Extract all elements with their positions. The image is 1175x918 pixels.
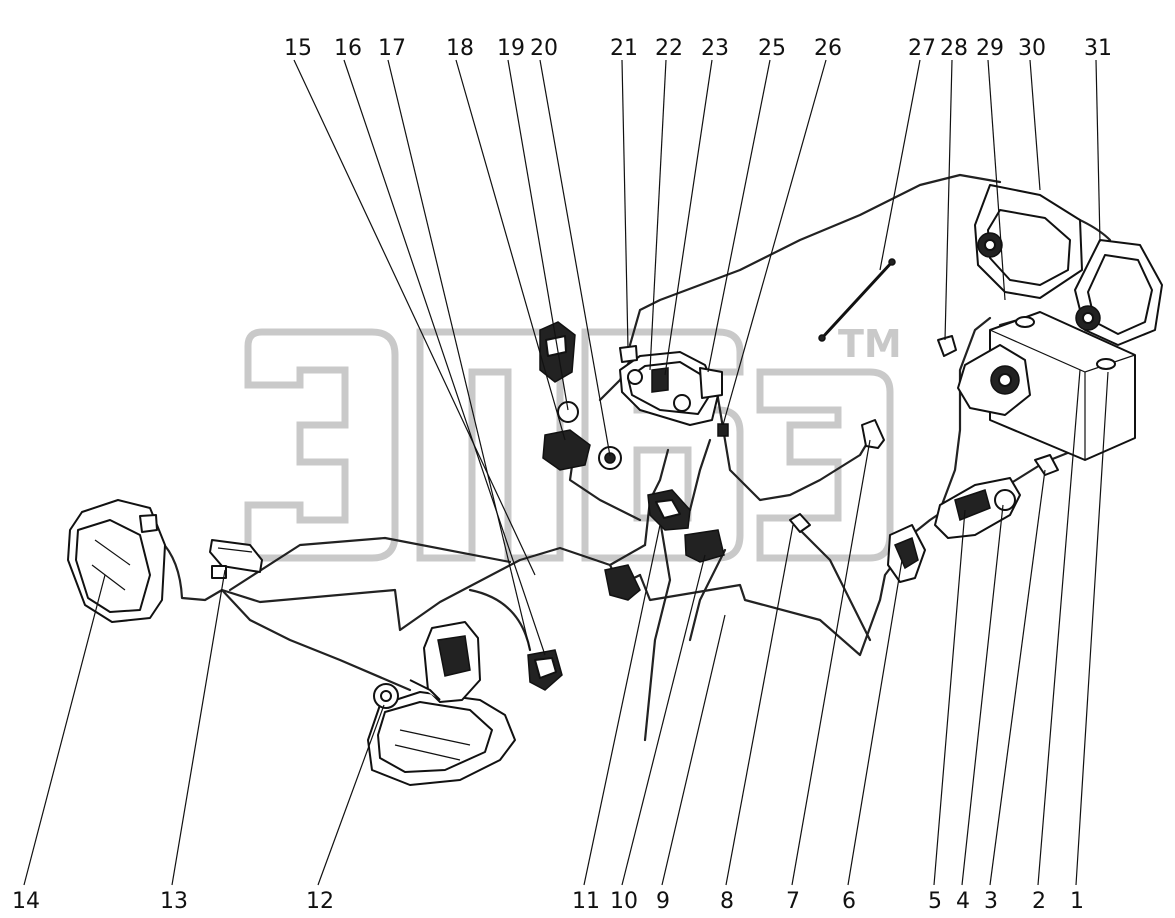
plug xyxy=(789,513,811,533)
label-17: 17 xyxy=(378,36,406,61)
label-2: 2 xyxy=(1032,889,1046,914)
instrument-cluster xyxy=(619,345,723,426)
rear-lamp-left xyxy=(67,499,166,623)
label-27: 27 xyxy=(908,36,936,61)
label-26: 26 xyxy=(814,36,842,61)
temp-sensor xyxy=(937,335,957,357)
ground-cable xyxy=(818,258,896,342)
label-16: 16 xyxy=(334,36,362,61)
label-5: 5 xyxy=(928,889,942,914)
horn xyxy=(887,524,926,583)
front-lamp-cluster xyxy=(367,621,516,786)
generator xyxy=(957,344,1031,416)
label-6: 6 xyxy=(842,889,856,914)
trademark-symbol: TM xyxy=(838,322,902,366)
headlamp-left xyxy=(974,184,1083,299)
headlamp-right xyxy=(1074,239,1163,346)
label-1: 1 xyxy=(1070,889,1084,914)
label-31: 31 xyxy=(1084,36,1112,61)
label-4: 4 xyxy=(956,889,970,914)
callout-numbers: 15 16 17 18 19 20 21 22 23 25 26 27 28 2… xyxy=(12,36,1112,914)
label-20: 20 xyxy=(530,36,558,61)
label-14: 14 xyxy=(12,889,40,914)
label-13: 13 xyxy=(160,889,188,914)
label-22: 22 xyxy=(655,36,683,61)
starter-motor xyxy=(934,454,1059,539)
label-7: 7 xyxy=(786,889,800,914)
label-25: 25 xyxy=(758,36,786,61)
label-9: 9 xyxy=(656,889,670,914)
label-15: 15 xyxy=(284,36,312,61)
label-3: 3 xyxy=(984,889,998,914)
leader-lines xyxy=(23,59,1109,886)
label-21: 21 xyxy=(610,36,638,61)
label-8: 8 xyxy=(720,889,734,914)
switch-panel xyxy=(539,321,622,471)
label-29: 29 xyxy=(976,36,1004,61)
sensor xyxy=(717,423,729,437)
label-23: 23 xyxy=(701,36,729,61)
label-12: 12 xyxy=(306,889,334,914)
label-19: 19 xyxy=(497,36,525,61)
label-10: 10 xyxy=(610,889,638,914)
license-plate-lamp xyxy=(209,539,263,579)
label-11: 11 xyxy=(572,889,600,914)
label-28: 28 xyxy=(940,36,968,61)
battery xyxy=(989,311,1136,461)
connector-blocks xyxy=(527,564,641,691)
label-18: 18 xyxy=(446,36,474,61)
relay-block xyxy=(647,489,725,563)
label-30: 30 xyxy=(1018,36,1046,61)
dash-switch xyxy=(861,419,885,449)
